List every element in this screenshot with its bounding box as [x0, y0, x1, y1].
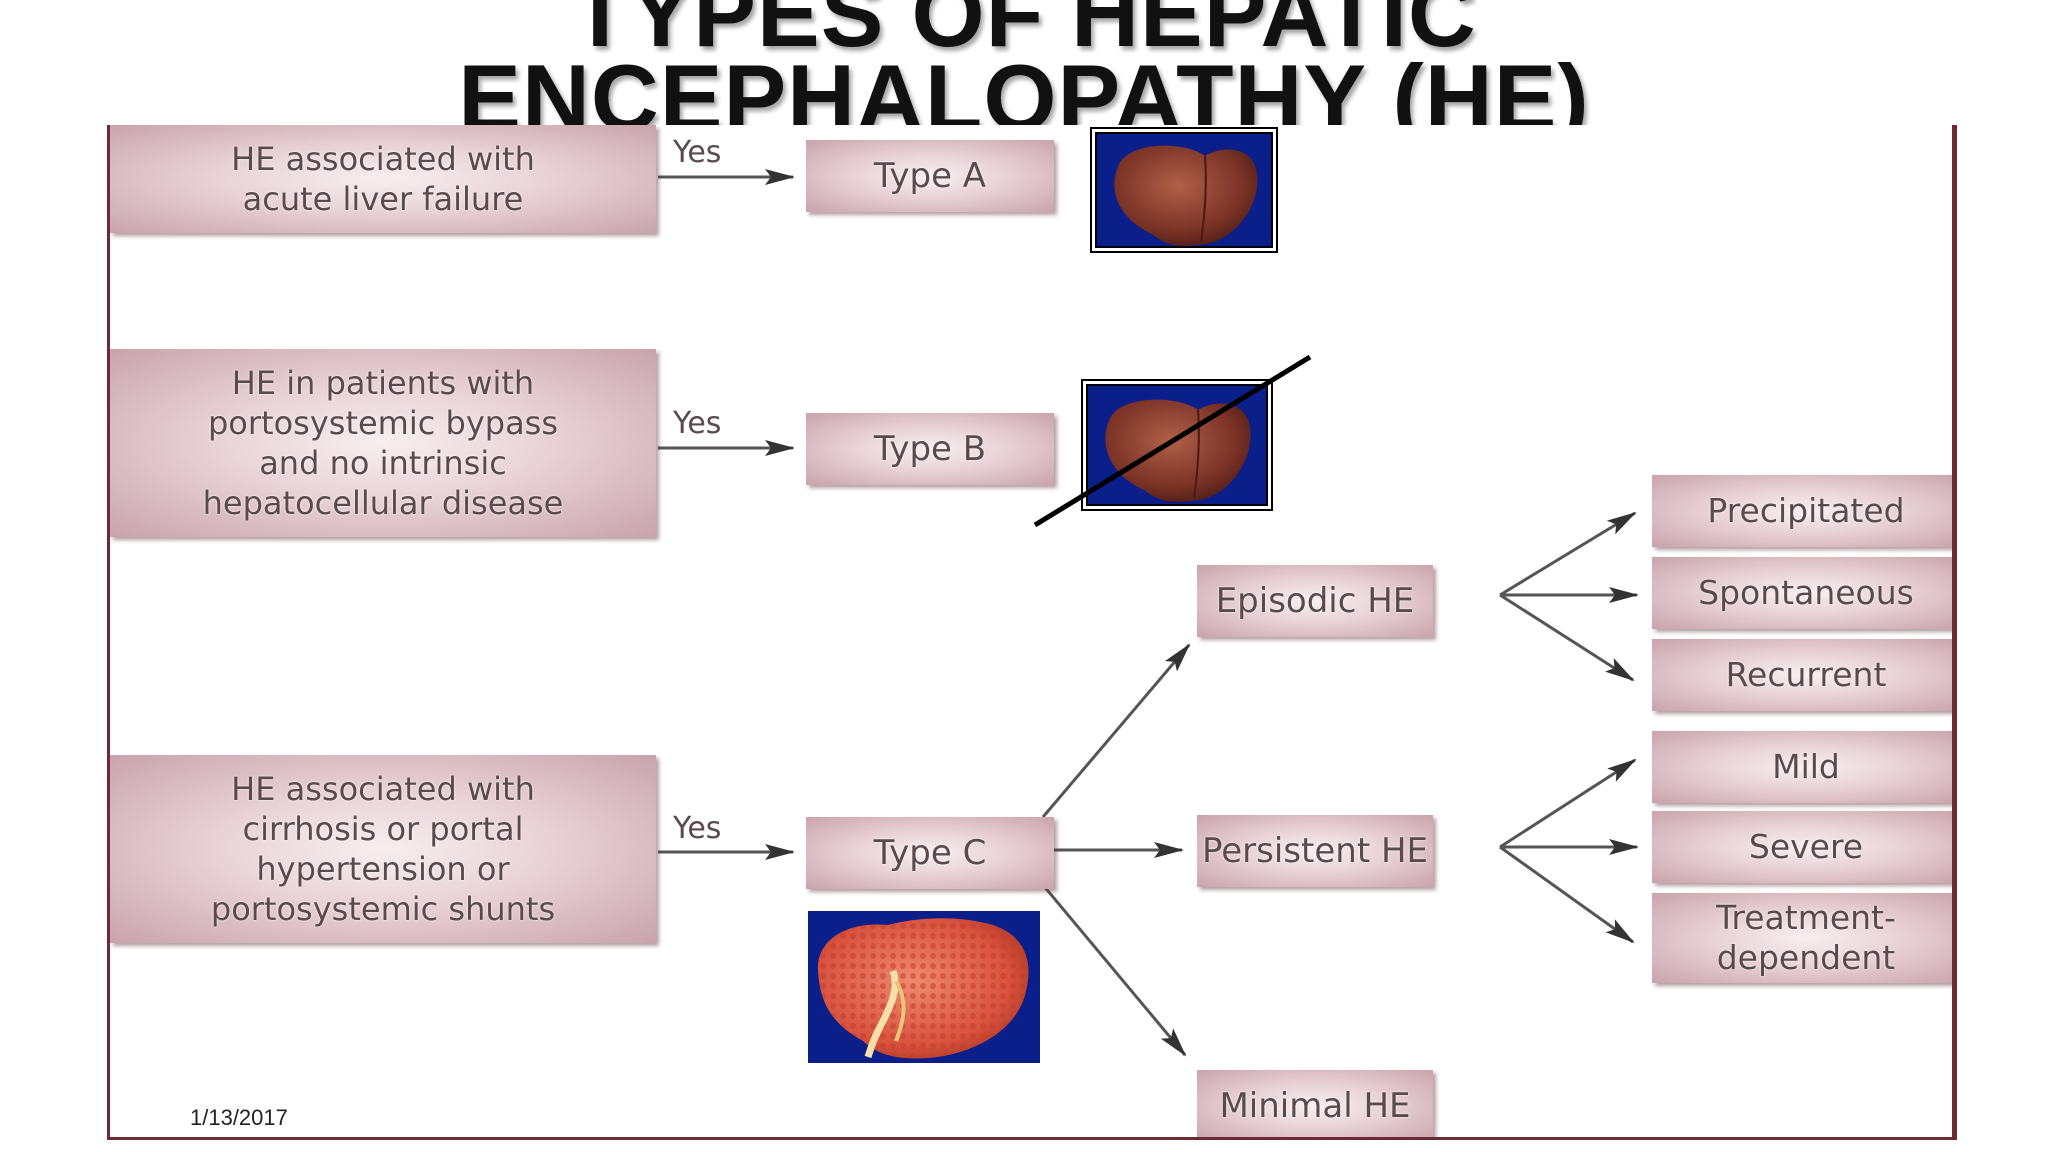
- condition-line: HE in patients with: [231, 364, 535, 402]
- condition-line: hypertension or: [256, 850, 510, 888]
- precipitated-box: Precipitated: [1652, 475, 1952, 547]
- yes-label-a: Yes: [673, 135, 722, 170]
- minimal-he-box: Minimal HE: [1197, 1070, 1433, 1137]
- liver-photo-type-c: [808, 911, 1040, 1063]
- treatment-dependent-box: Treatment- dependent: [1652, 893, 1952, 983]
- arrow-c-minimal: [1041, 884, 1187, 1057]
- cirrhotic-liver-icon: [817, 918, 1029, 1059]
- spontaneous-box: Spontaneous: [1652, 557, 1952, 629]
- slide-date: 1/13/2017: [190, 1105, 288, 1130]
- diagram-panel: HE associated with acute liver failure H…: [107, 125, 1957, 1140]
- recurrent-box: Recurrent: [1652, 639, 1952, 711]
- yes-label-b: Yes: [673, 406, 722, 441]
- condition-box-bypass: HE in patients with portosystemic bypass…: [110, 349, 656, 537]
- condition-line: portosystemic shunts: [210, 890, 556, 928]
- condition-line: acute liver failure: [242, 180, 524, 218]
- liver-icon: [1114, 145, 1258, 246]
- arrow-persistent-mild: [1499, 758, 1637, 849]
- condition-line: HE associated with: [231, 140, 535, 178]
- type-a-box: Type A: [806, 140, 1054, 212]
- type-c-box: Type C: [806, 817, 1054, 889]
- arrow-episodic-recurrent: [1499, 593, 1635, 682]
- arrow-episodic-precipitated: [1499, 511, 1637, 597]
- yes-label-c: Yes: [673, 811, 722, 846]
- condition-box-cirrhosis: HE associated with cirrhosis or portal h…: [110, 755, 656, 943]
- condition-line: and no intrinsic: [259, 444, 507, 482]
- type-b-box: Type B: [806, 413, 1054, 485]
- condition-line: cirrhosis or portal: [242, 810, 524, 848]
- condition-line: HE associated with: [231, 770, 535, 808]
- persistent-he-box: Persistent HE: [1197, 815, 1433, 887]
- episodic-he-box: Episodic HE: [1197, 565, 1433, 637]
- connector-arrows: [658, 169, 1639, 1057]
- title-line-1: TYPES OF HEPATIC: [571, 0, 1477, 66]
- liver-b-background: [1086, 384, 1268, 506]
- arrow-persistent-treatment: [1499, 845, 1635, 944]
- condition-line: hepatocellular disease: [202, 484, 564, 522]
- arrow-c-episodic: [1041, 643, 1191, 818]
- slide-title: TYPES OF HEPATIC ENCEPHALOPATHY (HE): [0, 0, 2048, 145]
- strike-through-line: [1033, 354, 1312, 528]
- condition-box-acute: HE associated with acute liver failure: [110, 125, 656, 233]
- liver-photo-type-a: [1090, 127, 1278, 253]
- mild-box: Mild: [1652, 731, 1952, 803]
- liver-icon: [1105, 399, 1251, 502]
- severe-box: Severe: [1652, 811, 1952, 883]
- condition-line: portosystemic bypass: [207, 404, 559, 442]
- liver-a-background: [1095, 132, 1273, 248]
